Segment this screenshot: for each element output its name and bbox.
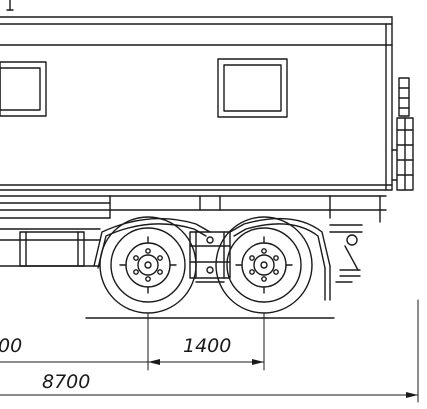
- wheel-front: [99, 216, 197, 314]
- window-left: [0, 61, 47, 117]
- dimension-lines: [0, 299, 419, 403]
- dimension-label-axle-spacing: 1400: [183, 335, 231, 357]
- rear-bumper: [329, 224, 363, 283]
- fender-front: [93, 217, 211, 269]
- rear-ladder: [391, 77, 414, 191]
- window-right: [217, 58, 288, 118]
- dimension-label-overall-length: 8700: [42, 371, 90, 393]
- van-body: [0, 0, 393, 191]
- dimension-label-left: 00: [0, 335, 22, 357]
- chassis-frame: [0, 195, 387, 267]
- fender-rear: [229, 217, 331, 301]
